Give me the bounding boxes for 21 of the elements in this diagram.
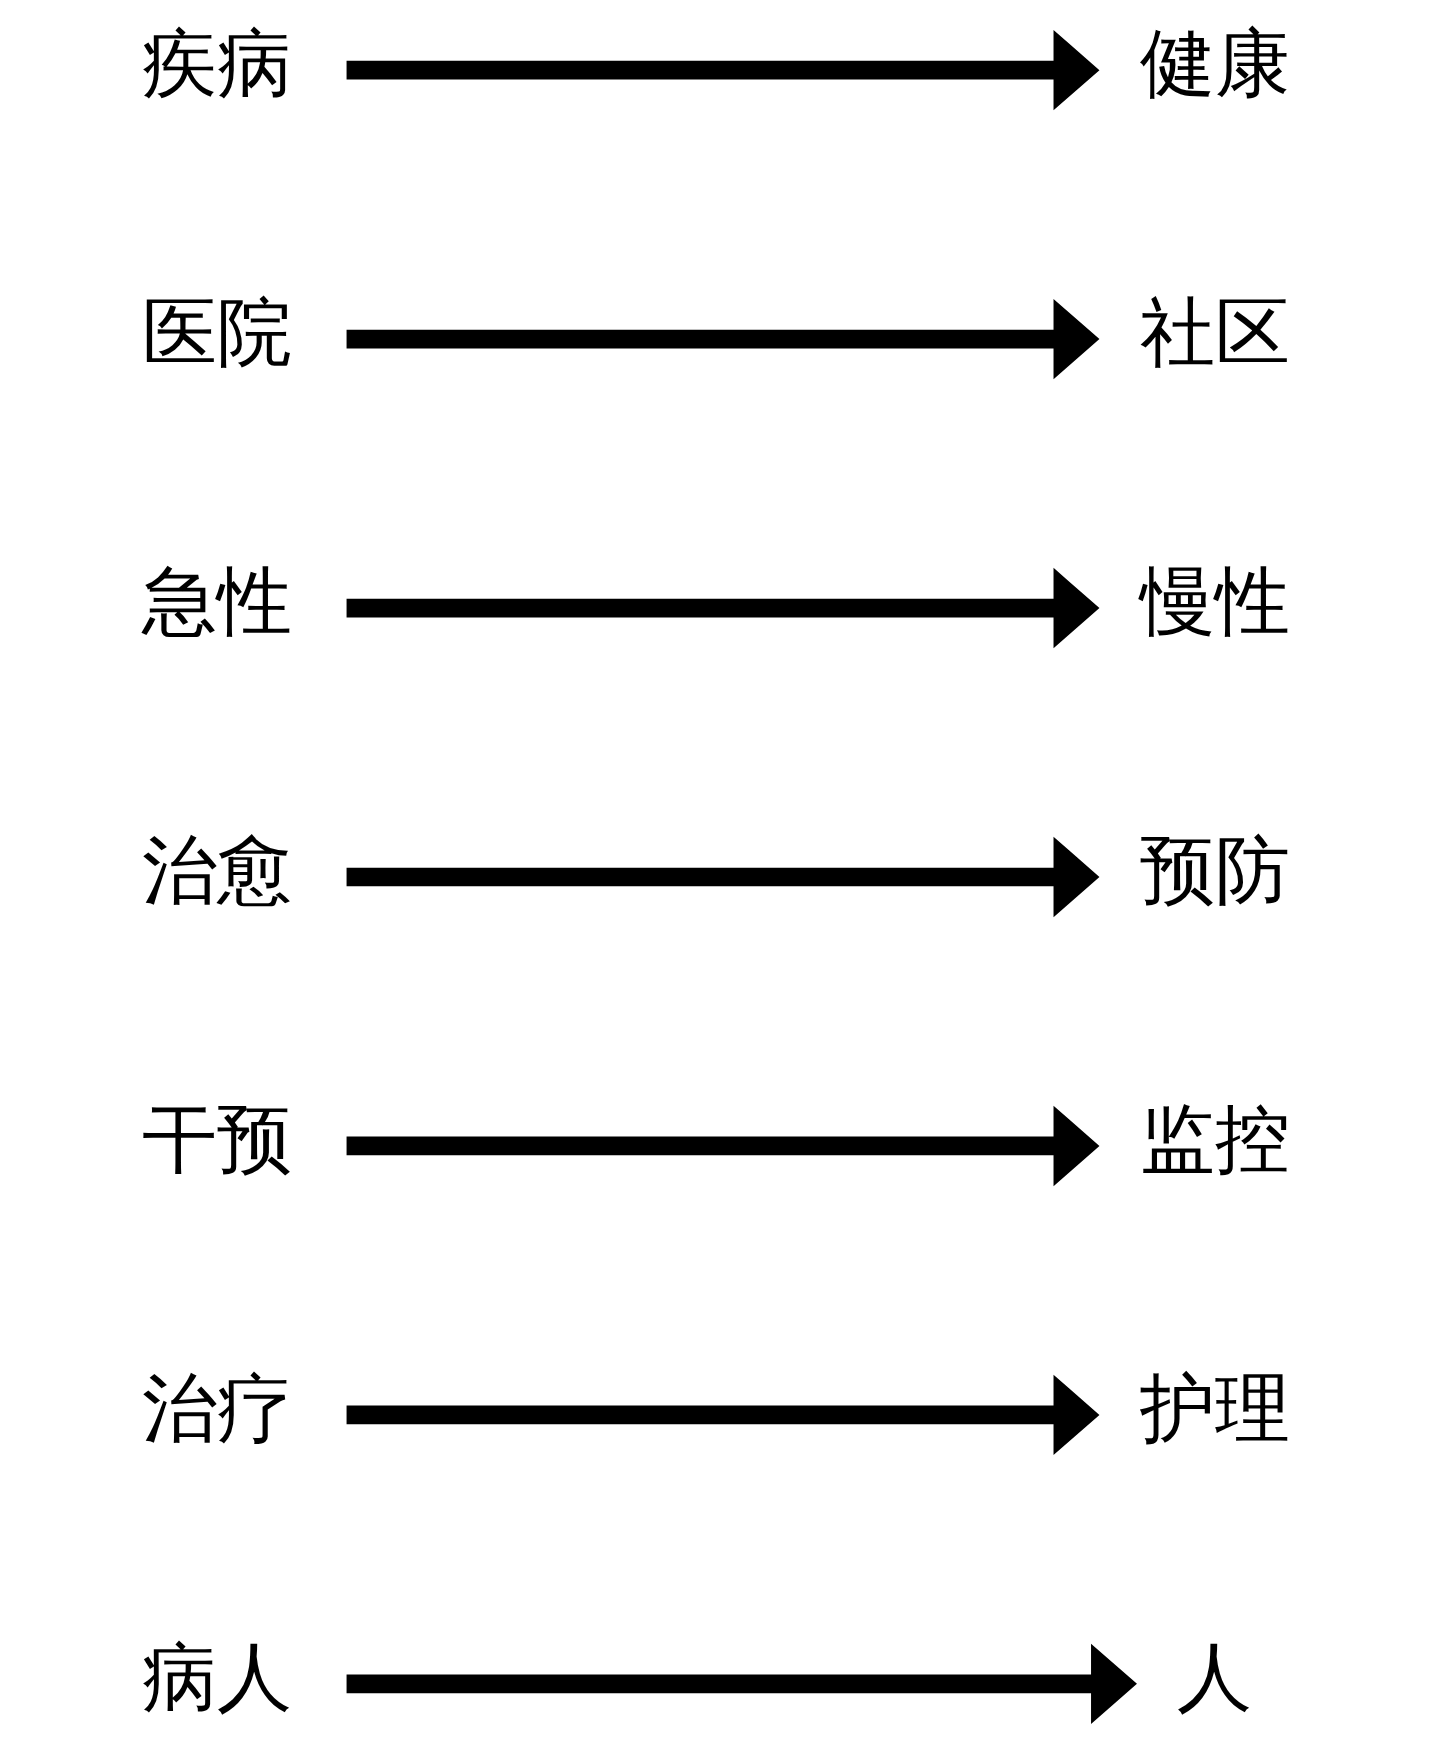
- node-text: 治疗: [141, 1366, 292, 1450]
- arrow: [346, 1643, 1137, 1724]
- arrow: [346, 836, 1099, 918]
- node-text: 治愈: [141, 828, 292, 912]
- node-text: 人: [1176, 1635, 1252, 1719]
- node-text: 干预: [141, 1097, 292, 1181]
- node-text: 急性: [141, 559, 292, 643]
- arrow: [346, 1374, 1099, 1456]
- node-text: 医院: [141, 290, 292, 374]
- arrow: [346, 567, 1099, 649]
- node-text: 社区: [1139, 290, 1290, 374]
- node-text: 健康: [1139, 21, 1290, 105]
- arrow: [346, 30, 1099, 111]
- node-text: 病人: [141, 1635, 292, 1719]
- node-text: 护理: [1139, 1366, 1290, 1450]
- arrow: [346, 298, 1099, 380]
- node-text: 监控: [1139, 1097, 1290, 1181]
- node-text: 慢性: [1139, 559, 1290, 643]
- arrow: [346, 1105, 1099, 1187]
- node-text: 疾病: [141, 21, 292, 105]
- node-text: 预防: [1139, 828, 1290, 912]
